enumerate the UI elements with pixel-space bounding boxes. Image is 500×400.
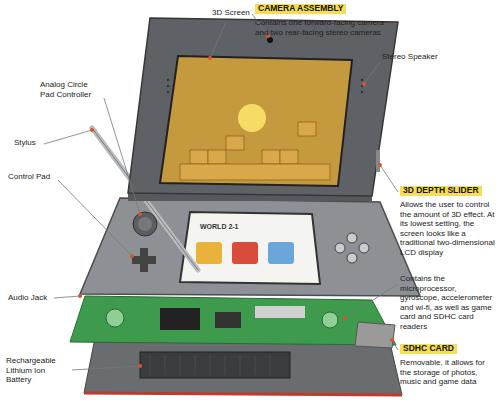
- callout-text: Allows the user to control the amount of…: [400, 200, 496, 257]
- screen-text: WORLD 2-1: [200, 222, 239, 232]
- callout-heading: CAMERA ASSEMBLY: [255, 4, 346, 14]
- callout-text: Removable, it allows for the storage of …: [400, 358, 496, 387]
- callout-text: Contains one forward-facing camera and t…: [255, 18, 395, 37]
- callout-text: Contains the microprocessor, gyroscope, …: [400, 274, 496, 331]
- callout-heading: SDHC CARD: [400, 344, 457, 354]
- part-label: Rechargeable Lithium Ion Battery: [6, 356, 72, 385]
- part-label: Analog Circle Pad Controller: [40, 80, 102, 99]
- part-label: Control Pad: [8, 172, 63, 182]
- part-label: Stylus: [14, 138, 54, 148]
- part-label: Stereo Speaker: [382, 52, 452, 62]
- part-label: Audio Jack: [8, 293, 54, 303]
- callout-heading: 3D DEPTH SLIDER: [400, 186, 482, 196]
